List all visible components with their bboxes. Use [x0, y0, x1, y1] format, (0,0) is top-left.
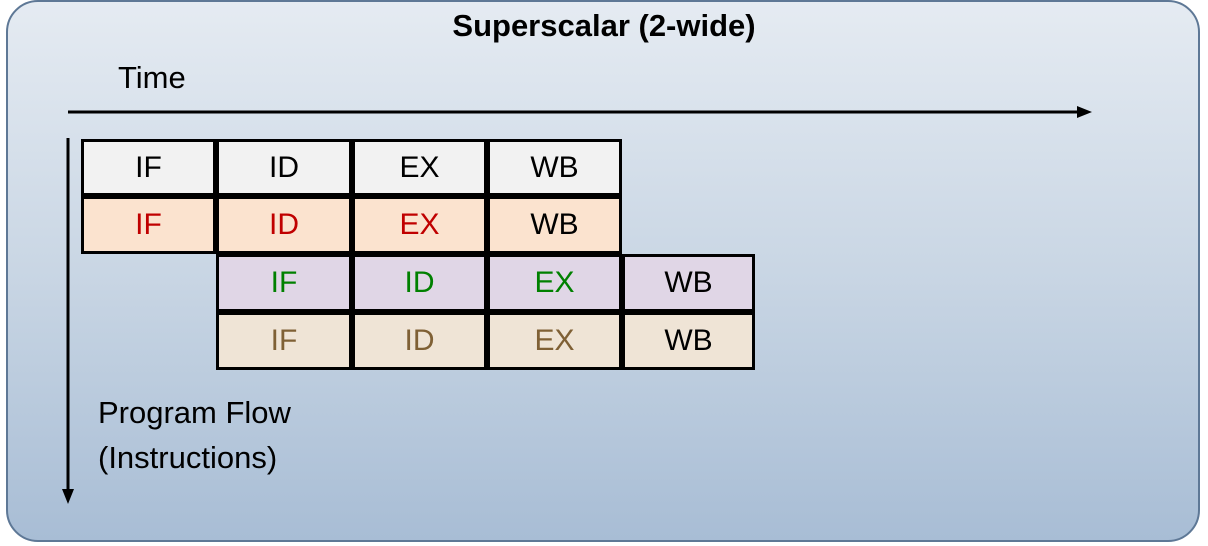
stage-cell: WB	[622, 254, 755, 312]
stage-label: ID	[269, 150, 299, 184]
stage-cell: IF	[216, 254, 352, 312]
stage-cell: IF	[81, 196, 216, 254]
program-flow-label-line-1: Program Flow	[98, 395, 291, 430]
stage-label: IF	[270, 324, 298, 357]
stage-label: ID	[404, 324, 435, 357]
stage-cell: IF	[81, 139, 216, 196]
diagram-title: Superscalar (2-wide)	[452, 8, 756, 43]
stage-label: IF	[270, 266, 298, 299]
stage-label: EX	[399, 208, 440, 241]
stage-label: EX	[534, 266, 575, 299]
stage-cell: WB	[487, 196, 622, 254]
stage-cell: ID	[216, 139, 352, 196]
stage-cell: EX	[352, 139, 487, 196]
stage-cell: WB	[622, 312, 755, 370]
stage-cell: ID	[352, 312, 487, 370]
program-flow-arrowhead	[62, 489, 74, 504]
program-flow-label-line-2: (Instructions)	[98, 440, 278, 475]
stage-cell: EX	[487, 254, 622, 312]
stage-cell: ID	[216, 196, 352, 254]
stage-label: ID	[269, 208, 299, 241]
stage-label: WB	[664, 324, 713, 357]
program-flow-label: Program Flow (Instructions)	[98, 390, 291, 480]
stage-label: IF	[135, 208, 162, 241]
stage-label: EX	[534, 324, 575, 357]
time-arrowhead	[1077, 106, 1092, 118]
time-axis-label: Time	[118, 60, 186, 95]
stage-cell: ID	[352, 254, 487, 312]
stage-cell: WB	[487, 139, 622, 196]
stage-cell: EX	[352, 196, 487, 254]
stage-label: IF	[135, 150, 162, 184]
stage-label: ID	[404, 266, 435, 299]
stage-label: WB	[530, 208, 579, 241]
stage-label: EX	[399, 150, 440, 184]
stage-label: WB	[664, 266, 713, 299]
stage-label: WB	[530, 150, 579, 184]
stage-cell: EX	[487, 312, 622, 370]
stage-cell: IF	[216, 312, 352, 370]
